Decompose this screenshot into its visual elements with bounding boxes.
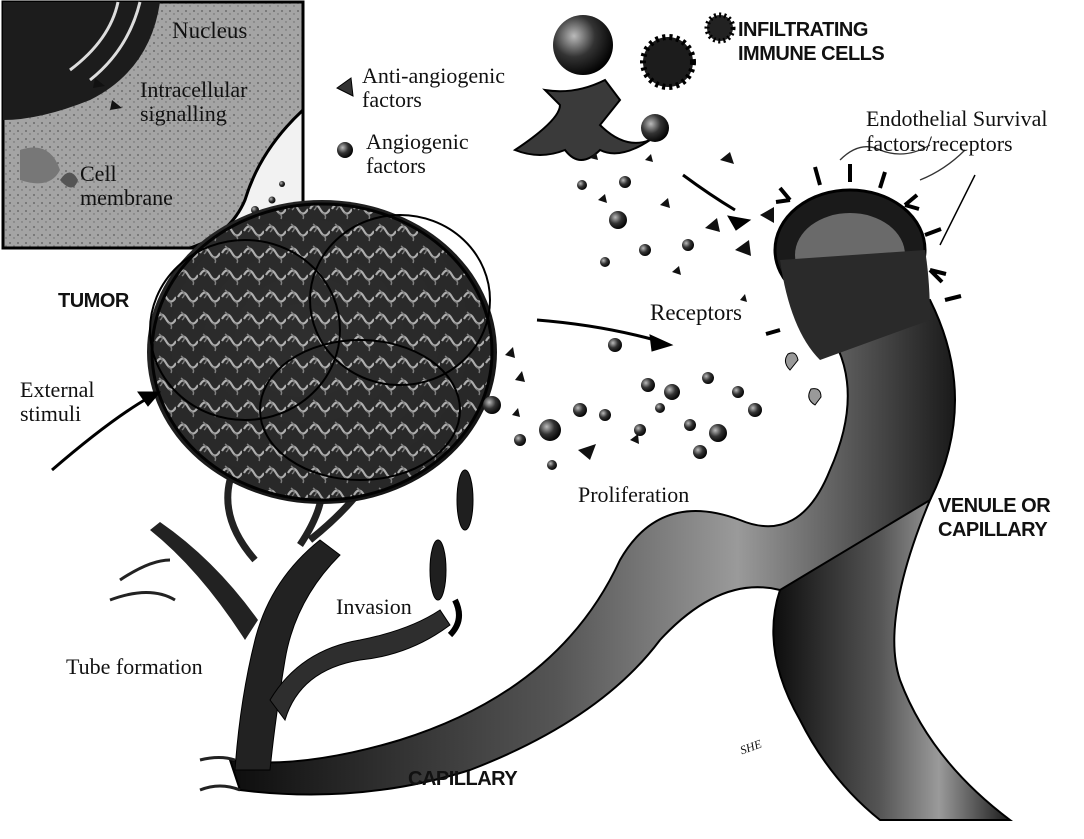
inset-nucleus-label: Nucleus <box>172 18 247 44</box>
immune-cell-dendritic <box>515 80 650 160</box>
endothelial-survival-label: Endothelial Survival factors/receptors <box>866 106 1047 156</box>
immune-cell-round <box>553 15 613 75</box>
infiltrating-immune-cells-label: INFILTRATING IMMUNE CELLS <box>738 18 884 66</box>
immune-cell-spiky <box>643 37 693 87</box>
arrow-from-immune <box>683 175 735 210</box>
legend-glyphs <box>337 78 353 158</box>
receptors-label: Receptors <box>650 300 742 326</box>
external-stimuli-label: External stimuli <box>20 378 95 426</box>
immune-cell-small-spiky <box>707 15 733 41</box>
venule-label: VENULE OR CAPILLARY <box>938 494 1050 542</box>
angiogenic-label: Angiogenic factors <box>366 130 469 178</box>
capillary-label: CAPILLARY <box>408 768 517 791</box>
tumor-label: TUMOR <box>58 290 129 313</box>
arrow-to-receptors <box>537 320 655 340</box>
inset-membrane-label: Cell membrane <box>80 162 173 210</box>
anti-angiogenic-label: Anti-angiogenic factors <box>362 64 505 112</box>
tumor-mass <box>147 200 497 504</box>
proliferation-label: Proliferation <box>578 482 689 508</box>
immune-cells <box>515 15 733 160</box>
anti-angiogenic-icon <box>337 78 353 96</box>
tube-formation-label: Tube formation <box>66 654 203 680</box>
inset-signalling-label: Intracellular signalling <box>140 78 248 126</box>
invasion-label: Invasion <box>336 594 412 620</box>
endothelial-cells <box>430 470 473 635</box>
angiogenic-icon <box>337 142 353 158</box>
